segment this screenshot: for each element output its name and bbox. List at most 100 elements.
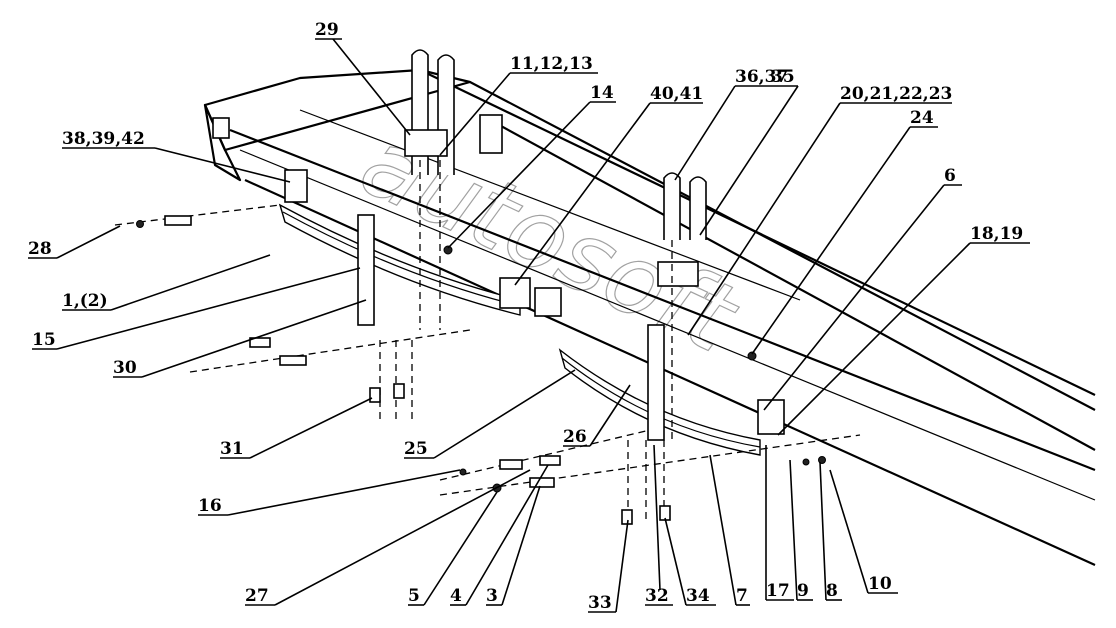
callout-28: 28 — [28, 239, 52, 259]
rail-far-top-inner — [469, 81, 1096, 411]
nut-24 — [747, 351, 757, 361]
pin-low — [529, 477, 555, 488]
leader-38-39-42 — [154, 147, 291, 183]
frame-bracket-mid — [479, 114, 503, 154]
callout-18-19: 18,19 — [970, 224, 1023, 244]
hanger-middle-b — [534, 287, 562, 317]
callout-26: 26 — [563, 427, 587, 447]
callout-4: 4 — [450, 586, 462, 606]
leader-29 — [332, 38, 411, 136]
hanger-rear — [757, 399, 785, 435]
leader-3 — [501, 485, 541, 606]
callout-27: 27 — [245, 586, 269, 606]
callout-33: 33 — [588, 593, 612, 613]
washer-low — [459, 468, 467, 476]
bushing-low-a — [499, 459, 523, 470]
rail-near-bottom — [244, 178, 1096, 567]
nut-14 — [443, 245, 453, 255]
explode-line-pin-mid — [189, 329, 471, 373]
callout-32: 32 — [645, 586, 669, 606]
leader-35 — [699, 85, 799, 236]
leader-36-37 — [674, 85, 736, 181]
leader-10 — [829, 469, 869, 594]
callout-40-41: 40,41 — [650, 84, 703, 104]
leader-4 — [465, 464, 549, 606]
leader-30 — [141, 299, 367, 378]
callout-17: 17 — [766, 581, 790, 601]
hanger-middle-a — [499, 277, 531, 309]
hanger-front — [284, 169, 308, 203]
spring-front-leaf-line — [282, 211, 521, 307]
shock-absorber-front — [357, 214, 375, 326]
frame-assembly — [203, 68, 1096, 567]
leader-28 — [56, 225, 121, 259]
leader-32 — [653, 444, 661, 591]
callout-30: 30 — [113, 358, 137, 378]
callout-3: 3 — [486, 586, 498, 606]
callout-29: 29 — [315, 20, 339, 40]
u-bolt-front-b — [437, 54, 455, 175]
callout-5: 5 — [408, 586, 420, 606]
callout-15: 15 — [32, 330, 56, 350]
callout-25: 25 — [404, 439, 428, 459]
nut-34-a — [659, 505, 671, 521]
callout-38-39-42: 38,39,42 — [62, 129, 145, 149]
callout-9: 9 — [797, 581, 809, 601]
pin-front — [164, 215, 192, 226]
u-bolt-plate-front — [404, 129, 448, 157]
explode-line-pin-low — [439, 429, 651, 481]
leader-34 — [664, 517, 687, 606]
callout-7: 7 — [736, 586, 748, 606]
leader-18-19 — [777, 242, 971, 436]
leader-25 — [433, 369, 576, 459]
nut-rear — [818, 456, 826, 464]
leader-15 — [56, 267, 361, 350]
leader-8 — [819, 461, 827, 601]
leader-7 — [709, 454, 737, 606]
callout-8: 8 — [826, 581, 838, 601]
leader-11-12-13 — [439, 72, 511, 156]
leader-1-2 — [110, 254, 271, 311]
rail-far-bottom — [489, 119, 1096, 451]
callout-16: 16 — [198, 496, 222, 516]
nut-31-a — [369, 387, 381, 403]
callout-24: 24 — [910, 108, 934, 128]
bushing-mid — [249, 337, 271, 348]
callout-36-37: 36,37 — [735, 67, 788, 87]
callout-10: 10 — [868, 574, 892, 594]
leader-20-21-22-23 — [687, 102, 841, 336]
callout-31: 31 — [220, 439, 244, 459]
bushing-low-b — [539, 455, 561, 466]
spring-rear-leaves — [558, 348, 761, 456]
nut-31-b — [393, 383, 405, 399]
rail-near-top — [229, 128, 1096, 472]
callout-labels: 29 11,12,13 14 40,41 36,37 35 20,21,22,2… — [28, 20, 1023, 613]
rail-near-flange — [239, 149, 1096, 501]
leader-9 — [789, 459, 798, 601]
callout-1-2: 1,(2) — [62, 291, 108, 311]
leader-16 — [227, 469, 461, 516]
u-bolts — [357, 49, 707, 441]
hardware — [136, 215, 826, 525]
callout-35: 35 — [771, 67, 795, 87]
frame-bracket-left — [212, 117, 230, 139]
leader-40-41 — [514, 102, 651, 286]
callout-20-21-22-23: 20,21,22,23 — [840, 84, 952, 104]
pin-mid — [279, 355, 307, 366]
leader-31 — [249, 397, 373, 459]
callout-11-12-13: 11,12,13 — [510, 54, 593, 74]
callout-34: 34 — [686, 586, 710, 606]
nut-front — [136, 220, 144, 228]
leader-27 — [274, 469, 531, 606]
rail-web-line — [299, 109, 801, 301]
leader-33 — [615, 519, 629, 613]
callout-14: 14 — [590, 83, 614, 103]
u-bolt-rear-a — [663, 172, 681, 240]
explode-line-pin-low-2 — [439, 434, 861, 496]
u-bolt-plate-rear — [657, 261, 699, 287]
washer-rear — [802, 458, 810, 466]
leader-26 — [589, 384, 631, 447]
callout-6: 6 — [944, 166, 956, 186]
